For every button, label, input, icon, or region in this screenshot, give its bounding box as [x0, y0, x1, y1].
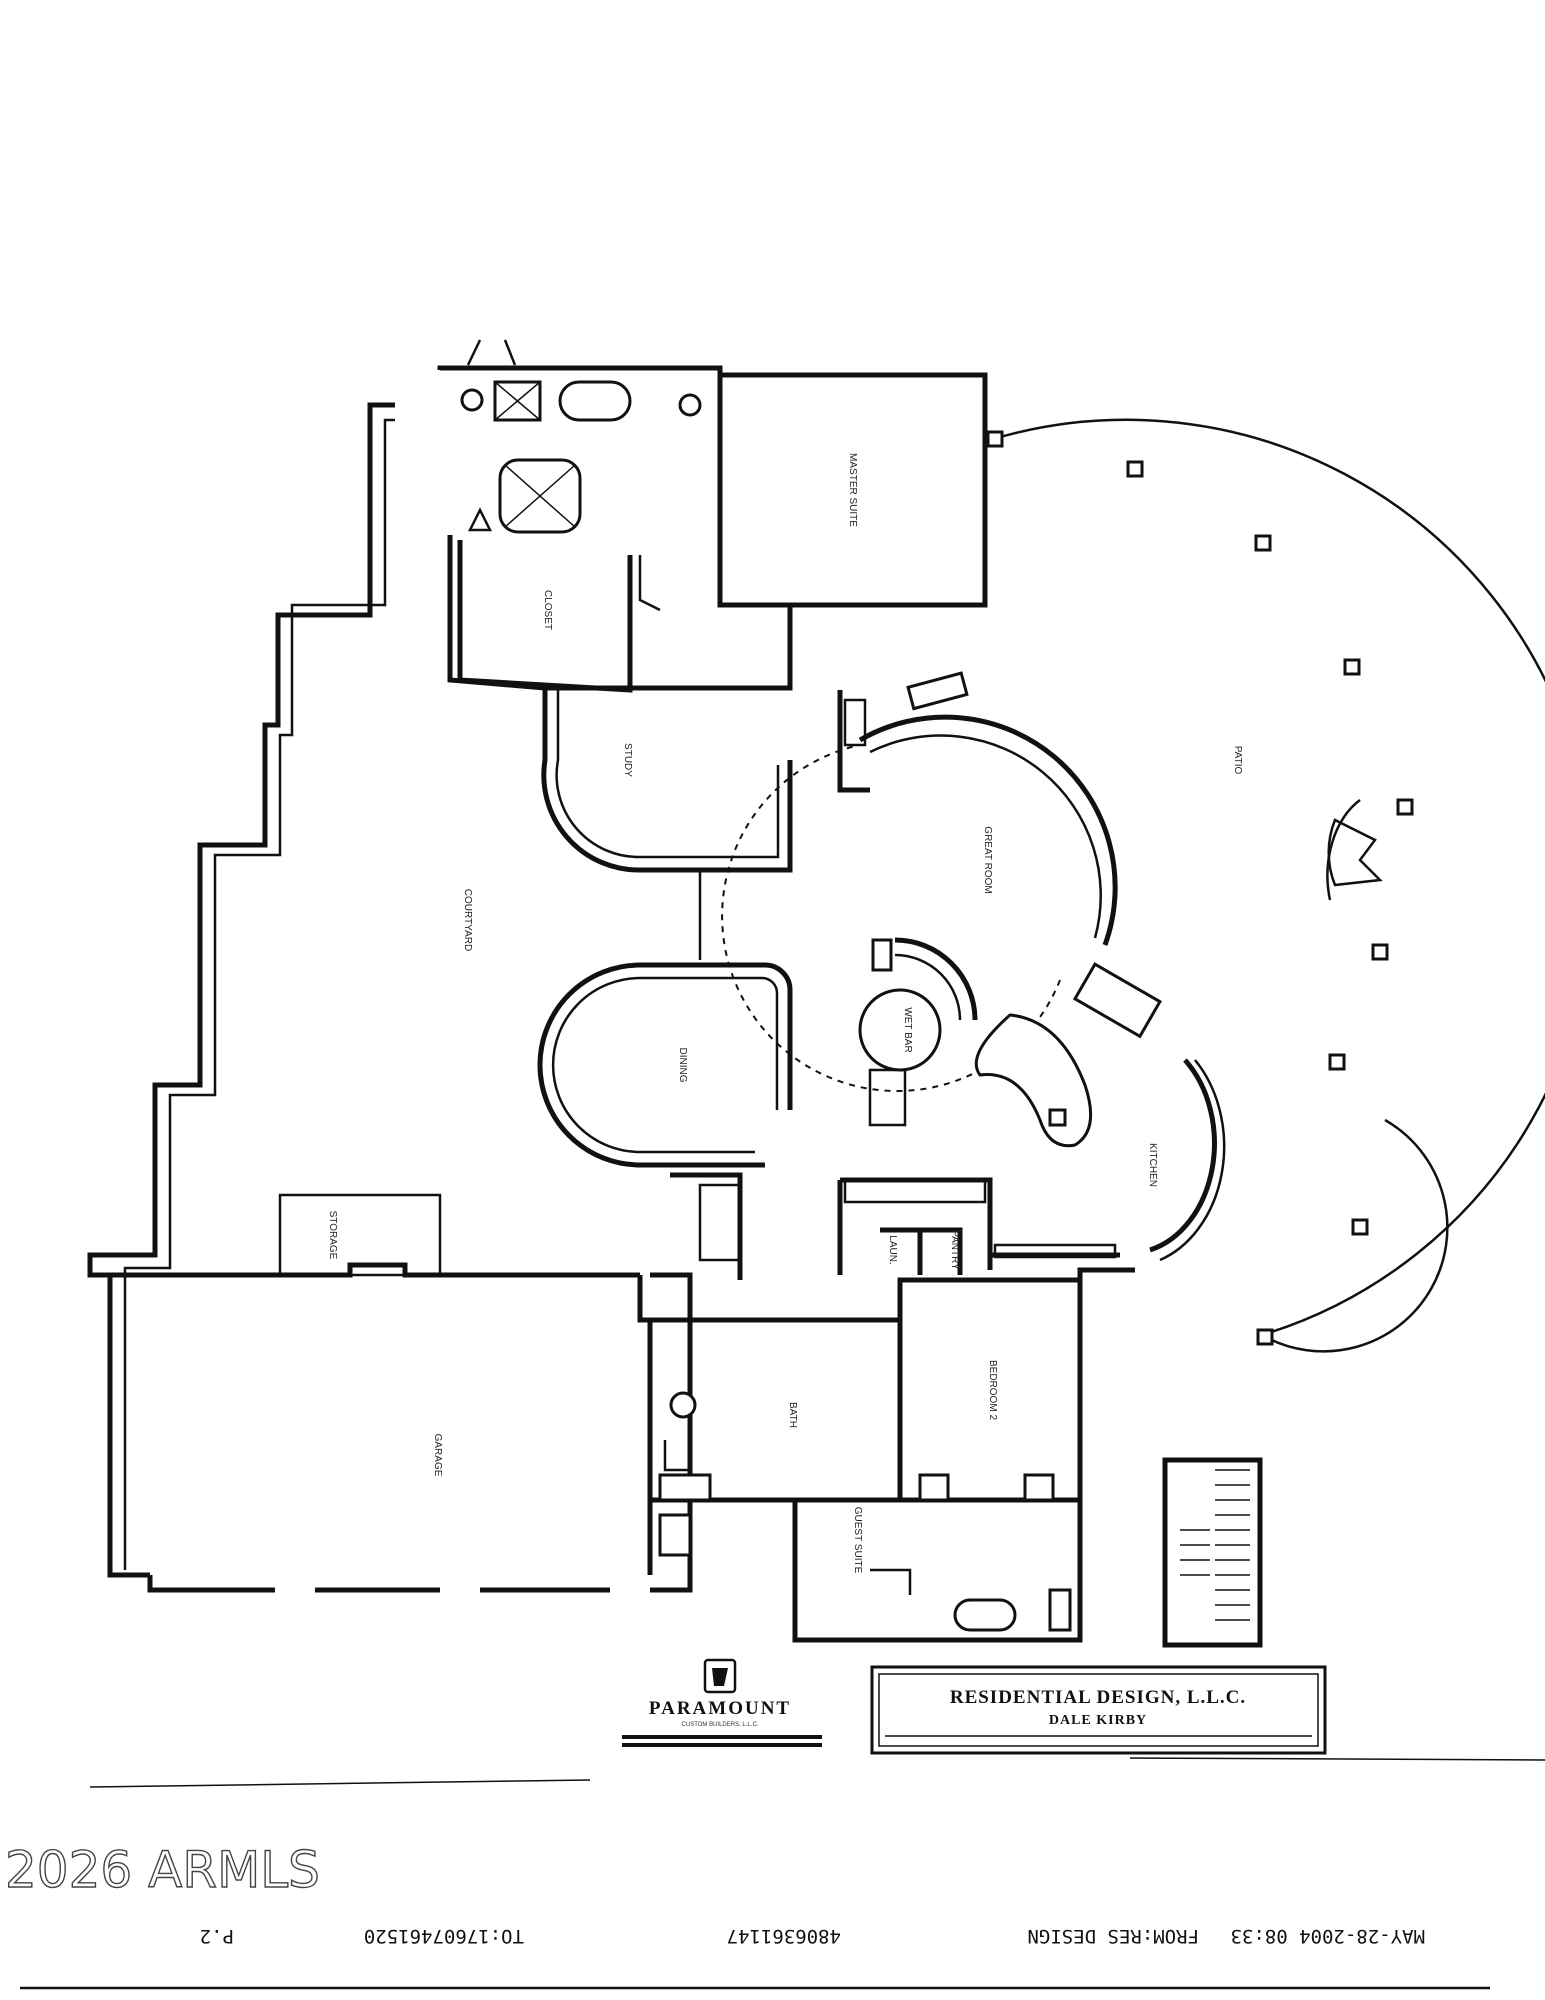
label-wet-bar: WET BAR	[902, 1007, 913, 1052]
hall-pantry-laundry	[670, 1172, 963, 1280]
fax-header: MAY-28-2004 08:33 FROM:RES DESIGN 480636…	[200, 1925, 1425, 1947]
builder-name: PARAMOUNT	[649, 1698, 791, 1719]
fax-date-time: MAY-28-2004 08:33	[1231, 1925, 1425, 1947]
fax-from: FROM:RES DESIGN	[1027, 1925, 1199, 1947]
label-study: STUDY	[622, 743, 633, 777]
designer-firm: RESIDENTIAL DESIGN, L.L.C.	[950, 1687, 1246, 1708]
label-garage: GARAGE	[432, 1434, 443, 1477]
kitchen-area	[837, 962, 1226, 1275]
label-patio: PATIO	[1232, 746, 1243, 775]
fax-phone: 4806361147	[727, 1925, 841, 1947]
builder-subtitle: CUSTOM BUILDERS, L.L.C.	[682, 1722, 759, 1728]
label-laundry: LAUN.	[887, 1235, 898, 1264]
bedroom-wing	[647, 1277, 1083, 1632]
label-kitchen: KITCHEN	[1147, 1143, 1158, 1187]
label-bedroom-2: BEDROOM 2	[987, 1360, 998, 1420]
patio-arc	[986, 418, 1545, 1353]
label-courtyard: COURTYARD	[462, 889, 473, 951]
exterior-walls	[87, 365, 1263, 1648]
fax-page: P.2	[200, 1925, 234, 1947]
builder-logo: PARAMOUNT CUSTOM BUILDERS, L.L.C.	[622, 1658, 822, 1747]
study-area	[541, 690, 793, 960]
dining-area	[537, 962, 793, 1168]
room-labels: MASTER SUITE PATIO CLOSET STUDY GREAT RO…	[327, 453, 1243, 1574]
label-storage: STORAGE	[327, 1211, 338, 1260]
label-great-room: GREAT ROOM	[982, 826, 993, 893]
label-pantry: PANTRY	[949, 1230, 960, 1270]
label-closet-master: CLOSET	[542, 590, 553, 630]
master-suite-area	[457, 339, 988, 693]
label-master-suite: MASTER SUITE	[847, 453, 858, 527]
designer-name: DALE KIRBY	[1049, 1713, 1147, 1728]
wet-bar-area	[858, 937, 978, 1127]
watermark: 2026 ARMLS	[5, 1841, 320, 1899]
label-dining: DINING	[677, 1048, 688, 1083]
title-block: RESIDENTIAL DESIGN, L.L.C. DALE KIRBY	[870, 1665, 1327, 1755]
label-guest-suite: GUEST SUITE	[852, 1507, 863, 1574]
fax-to: TO:17607461520	[364, 1925, 524, 1947]
label-bath: BATH	[787, 1402, 798, 1428]
